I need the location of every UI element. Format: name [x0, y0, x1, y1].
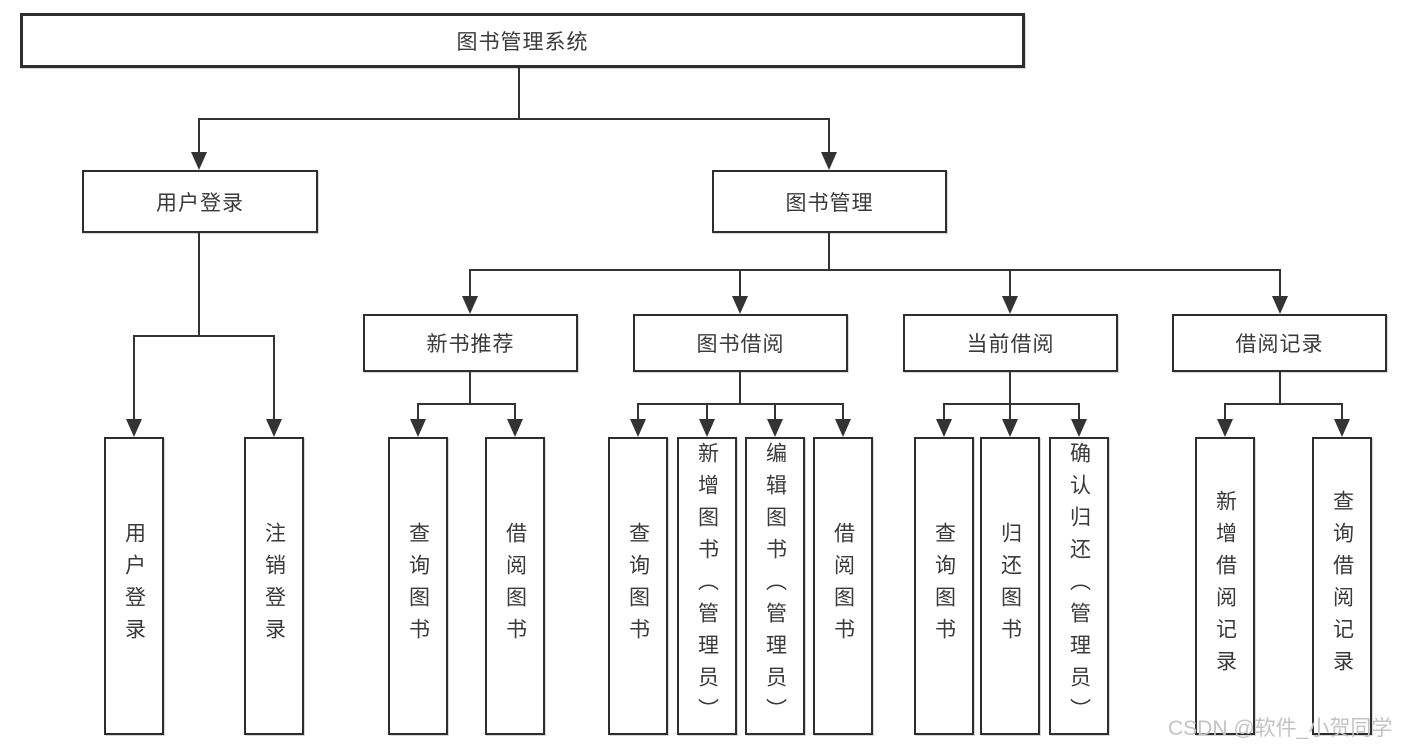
watermark: CSDN @软件_小贺同学 [1168, 717, 1393, 740]
node-borrow-record: 借阅记录 [1172, 314, 1387, 372]
arrow-down-icon [1002, 296, 1018, 314]
connector-line [1279, 269, 1281, 299]
leaf-label: 新增借阅记录 [1213, 490, 1237, 682]
leaf-label: 查询图书 [932, 522, 956, 650]
leaf-confirm-return-admin: 确认归还（管理员） [1049, 437, 1109, 735]
connector-line [828, 233, 830, 271]
arrow-down-icon [126, 419, 142, 437]
node-user-login: 用户登录 [82, 170, 318, 233]
leaf-label: 注销登录 [262, 522, 286, 650]
connector-bar [469, 269, 1281, 271]
arrow-down-icon [821, 152, 837, 170]
connector-line [469, 372, 471, 405]
connector-bar [133, 335, 275, 337]
leaf-add-borrow-record: 新增借阅记录 [1195, 437, 1255, 735]
connector-line [739, 269, 741, 299]
arrow-down-icon [410, 419, 426, 437]
leaf-label: 新增图书（管理员） [695, 442, 719, 730]
leaf-edit-books-admin: 编辑图书（管理员） [745, 437, 805, 735]
connector-line [1078, 403, 1080, 423]
arrow-down-icon [699, 419, 715, 437]
connector-line [273, 335, 275, 421]
leaf-borrow-books-borrow: 借阅图书 [813, 437, 873, 735]
leaf-return-books: 归还图书 [980, 437, 1040, 735]
leaf-label: 借阅图书 [831, 522, 855, 650]
connector-bar [417, 403, 516, 405]
node-library-management-system: 图书管理系统 [20, 13, 1025, 68]
arrow-down-icon [835, 419, 851, 437]
connector-line [1224, 403, 1226, 423]
connector-line [417, 403, 419, 423]
connector-line [198, 233, 200, 337]
leaf-borrow-books-recommend: 借阅图书 [485, 437, 545, 735]
leaf-label: 查询图书 [406, 522, 430, 650]
arrow-down-icon [732, 296, 748, 314]
leaf-label: 查询图书 [626, 522, 650, 650]
connector-bar [943, 403, 1080, 405]
connector-line [514, 403, 516, 423]
leaf-query-books-borrow: 查询图书 [608, 437, 668, 735]
node-new-book-recommend: 新书推荐 [363, 314, 578, 372]
arrow-down-icon [1272, 296, 1288, 314]
connector-line [518, 68, 520, 120]
connector-line [739, 372, 741, 405]
node-current-borrow: 当前借阅 [903, 314, 1118, 372]
connector-bar [198, 118, 830, 120]
leaf-label: 归还图书 [998, 522, 1022, 650]
leaf-query-borrow-record: 查询借阅记录 [1312, 437, 1372, 735]
leaf-query-books-recommend: 查询图书 [388, 437, 448, 735]
connector-line [198, 118, 200, 155]
arrow-down-icon [507, 419, 523, 437]
connector-line [1341, 403, 1343, 423]
node-book-management: 图书管理 [712, 170, 947, 233]
leaf-query-books-current: 查询图书 [914, 437, 974, 735]
leaf-label: 借阅图书 [503, 522, 527, 650]
leaf-label: 查询借阅记录 [1330, 490, 1354, 682]
arrow-down-icon [1334, 419, 1350, 437]
connector-line [842, 403, 844, 423]
arrow-down-icon [1217, 419, 1233, 437]
leaf-add-books-admin: 新增图书（管理员） [677, 437, 737, 735]
connector-line [774, 403, 776, 423]
connector-line [637, 403, 639, 423]
leaf-user-login: 用户登录 [104, 437, 164, 735]
connector-line [1279, 372, 1281, 405]
leaf-logout-login: 注销登录 [244, 437, 304, 735]
connector-line [1009, 269, 1011, 299]
leaf-label: 编辑图书（管理员） [763, 442, 787, 730]
connector-bar [637, 403, 844, 405]
arrow-down-icon [191, 152, 207, 170]
connector-line [706, 403, 708, 423]
node-book-borrow: 图书借阅 [633, 314, 848, 372]
connector-bar [1224, 403, 1343, 405]
connector-line [828, 118, 830, 155]
arrow-down-icon [462, 296, 478, 314]
arrow-down-icon [630, 419, 646, 437]
connector-line [1009, 403, 1011, 423]
arrow-down-icon [767, 419, 783, 437]
leaf-label: 确认归还（管理员） [1067, 442, 1091, 730]
connector-line [943, 403, 945, 423]
arrow-down-icon [936, 419, 952, 437]
connector-line [133, 335, 135, 421]
arrow-down-icon [1002, 419, 1018, 437]
leaf-label: 用户登录 [122, 522, 146, 650]
arrow-down-icon [1071, 419, 1087, 437]
connector-line [1009, 372, 1011, 405]
connector-line [469, 269, 471, 299]
arrow-down-icon [266, 419, 282, 437]
